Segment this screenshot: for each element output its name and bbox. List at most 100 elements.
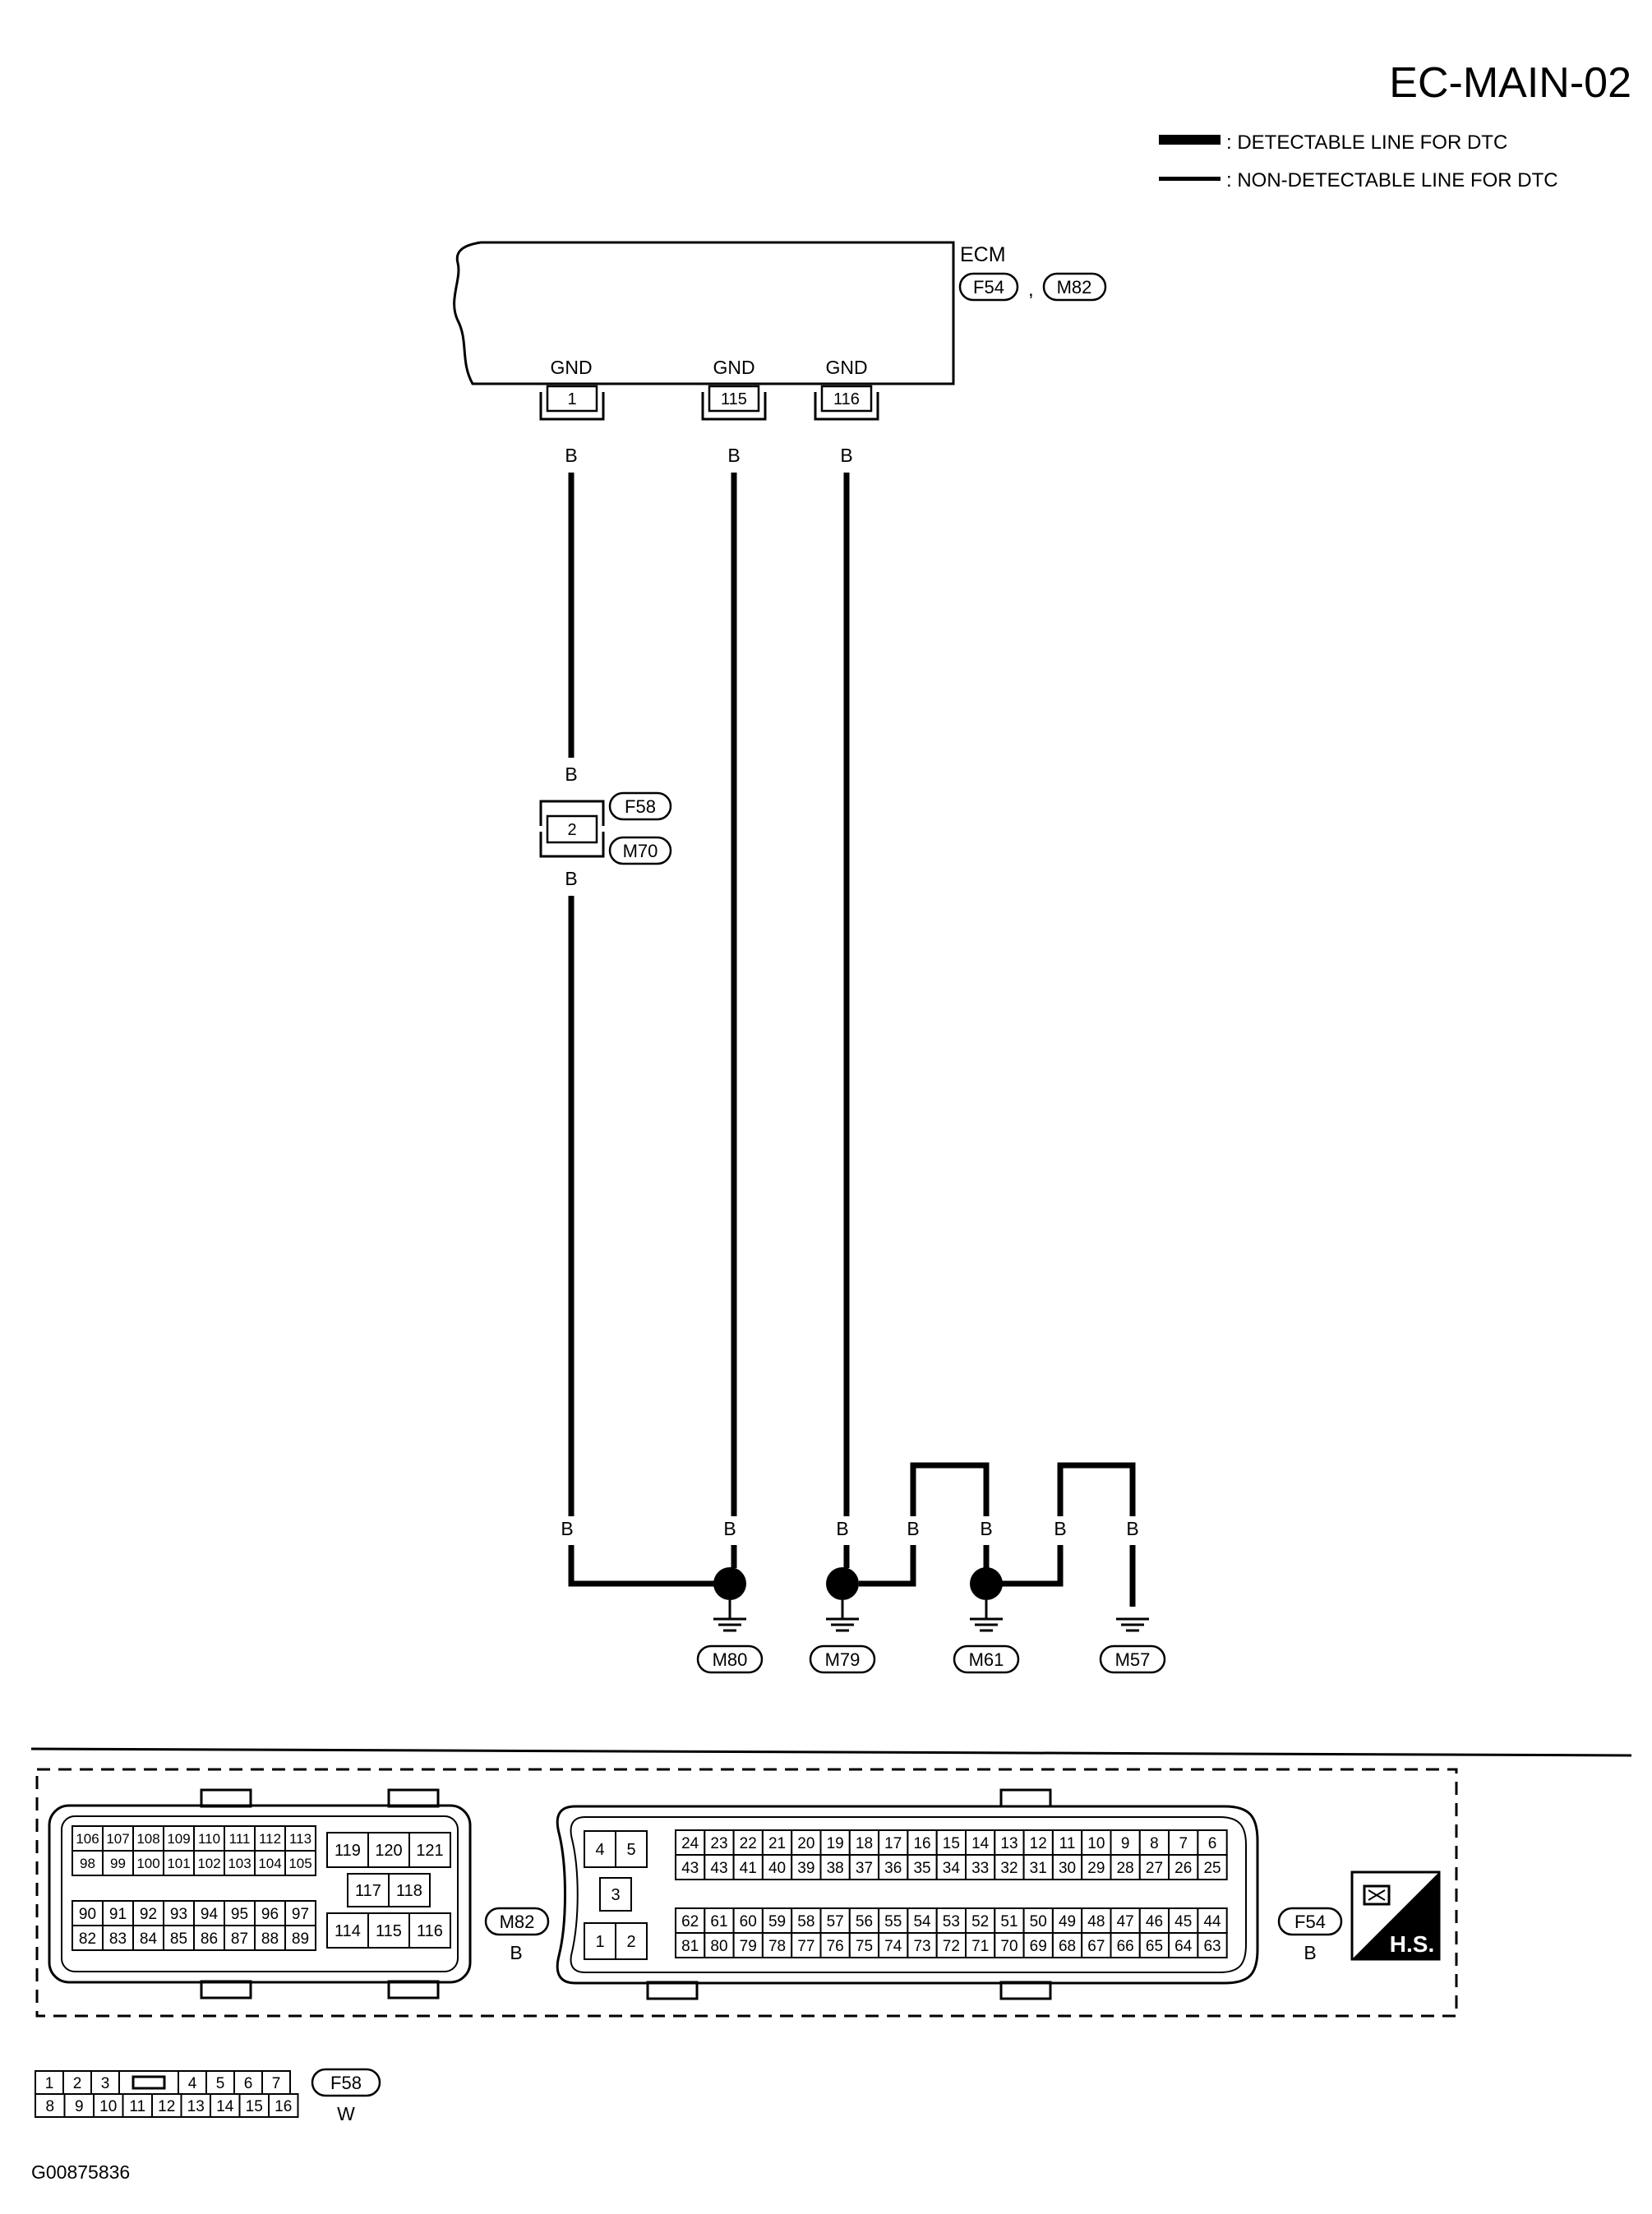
pin-number: 61 (710, 1913, 727, 1930)
pin-number: 33 (971, 1860, 989, 1877)
terminal-1-gnd-label: GND (550, 357, 592, 378)
svg-text:M80: M80 (713, 1649, 748, 1670)
pin-number: 54 (913, 1913, 931, 1930)
pin-number: 92 (140, 1906, 157, 1923)
pin-number: 30 (1059, 1860, 1076, 1877)
ground-symbol-m80 (713, 1600, 746, 1632)
pin-number: 2 (626, 1933, 635, 1951)
pin-number: 14 (216, 2098, 234, 2115)
pin-number: 90 (79, 1906, 96, 1923)
pin-number: 81 (681, 1938, 699, 1955)
ground-tag-m61: M61 (953, 1644, 1020, 1674)
ground-tag-m79: M79 (809, 1644, 876, 1674)
pin-cell (254, 1925, 286, 1951)
pin-number: 91 (109, 1906, 127, 1923)
pin-cell (1081, 1854, 1112, 1880)
svg-text:M79: M79 (825, 1649, 861, 1670)
page-title: EC-MAIN-02 (1389, 59, 1631, 107)
pin-cell (907, 1907, 938, 1934)
pin-cell (1081, 1829, 1112, 1856)
pin-number: 114 (335, 1922, 361, 1940)
wire-color-label: B (565, 868, 577, 889)
pin-number: 100 (136, 1856, 159, 1871)
pin-cell (224, 1925, 256, 1951)
wire-color-label: B (723, 1518, 736, 1539)
pin-number: 67 (1087, 1938, 1105, 1955)
pin-number: 69 (1030, 1938, 1047, 1955)
pin-cell (791, 1932, 822, 1958)
pin-number: 16 (275, 2098, 292, 2115)
pin-number: 36 (884, 1860, 902, 1877)
pin-cell (761, 1854, 793, 1880)
pin-number: 84 (140, 1930, 158, 1948)
pin-number: 3 (101, 2075, 110, 2092)
pin-cell (1110, 1854, 1141, 1880)
svg-text:F54: F54 (973, 277, 1004, 298)
pin-number: 11 (129, 2098, 145, 2115)
pin-cell (1197, 1932, 1228, 1958)
svg-text:M61: M61 (969, 1649, 1004, 1670)
section-divider (30, 1747, 1632, 1757)
legend-non-detectable-label: : NON-DETECTABLE LINE FOR DTC (1226, 169, 1558, 191)
pin-cell (732, 1829, 764, 1856)
pin-number: 43 (710, 1860, 727, 1877)
pin-number: 12 (1030, 1835, 1047, 1852)
pin-cell (1138, 1932, 1170, 1958)
pin-number: 116 (417, 1922, 443, 1940)
pin-cell (284, 1900, 316, 1926)
wire-color-label: B (561, 1518, 573, 1539)
pin-number: 13 (187, 2098, 205, 2115)
pin-number: 43 (681, 1860, 699, 1877)
pin-number: 4 (595, 1841, 604, 1859)
pin-cell (72, 1850, 104, 1876)
pin-number: 112 (259, 1831, 281, 1847)
pin-cell (163, 1850, 195, 1876)
ground-splice-dot (826, 1567, 859, 1600)
pin-number: 28 (1117, 1860, 1134, 1877)
ecm-connector-m82-tag: M82 (1042, 272, 1107, 302)
pin-cell (1138, 1854, 1170, 1880)
pin-number: 44 (1203, 1913, 1221, 1930)
pin-number: 98 (80, 1856, 95, 1871)
svg-text:M82: M82 (500, 1912, 535, 1932)
pin-cell (761, 1829, 793, 1856)
pin-number: 31 (1030, 1860, 1047, 1877)
pin-cell (965, 1932, 996, 1958)
pin-cell (284, 1850, 316, 1876)
wire-color-label: B (836, 1518, 848, 1539)
pin-number: 96 (261, 1906, 279, 1923)
pin-number: 39 (797, 1860, 814, 1877)
pin-cell (180, 2093, 211, 2118)
connector-f58-color: W (337, 2103, 355, 2124)
pin-number: 68 (1059, 1938, 1076, 1955)
pin-cell (261, 2070, 291, 2095)
pin-cell (935, 1854, 967, 1880)
connector-face-m82 (48, 1788, 472, 2000)
pin-number: 110 (198, 1831, 220, 1847)
pin-number: 49 (1059, 1913, 1076, 1930)
pin-number: 108 (136, 1831, 159, 1847)
pin-number: 1 (595, 1933, 604, 1951)
pin-number: 111 (229, 1831, 251, 1847)
pin-number: 113 (289, 1831, 311, 1847)
connector-key-slot (132, 2075, 166, 2090)
pin-number: 38 (827, 1860, 844, 1877)
pin-cell (935, 1907, 967, 1934)
pin-cell (704, 1854, 735, 1880)
connector-tag-m82: M82 (484, 1907, 550, 1936)
pin-cell (1051, 1907, 1083, 1934)
pin-cell (408, 1832, 451, 1868)
joint-connector-m70-tag: M70 (608, 836, 672, 865)
pin-cell (102, 1925, 134, 1951)
pin-number: 76 (827, 1938, 844, 1955)
connector-tag-f58: F58 (311, 2068, 381, 2097)
ground-tag-m80: M80 (696, 1644, 764, 1674)
connector-tag-f54: F54 (1277, 1907, 1343, 1936)
pin-number: 14 (971, 1835, 990, 1852)
pin-number: 79 (740, 1938, 757, 1955)
pin-cell (615, 1830, 648, 1868)
pin-number: 19 (827, 1835, 844, 1852)
pin-number: 8 (1150, 1835, 1159, 1852)
